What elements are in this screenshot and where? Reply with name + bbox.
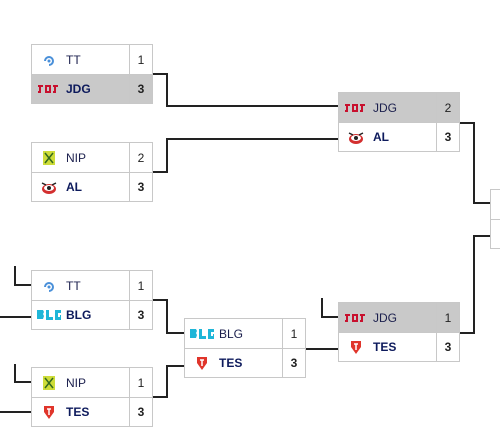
team-row[interactable]: AL 3	[32, 172, 152, 201]
bracket-connector	[14, 266, 16, 285]
team-score: 1	[282, 319, 305, 348]
team-row[interactable]: BLG 3	[32, 300, 152, 329]
team-name: BLG	[66, 308, 92, 322]
team-score: 1	[129, 45, 152, 74]
match-r1-2[interactable]: NIP 2 AL 3	[31, 142, 153, 202]
bracket-connector	[153, 396, 168, 398]
team-row[interactable]: AL 3	[339, 122, 459, 151]
team-name: BLG	[219, 326, 244, 341]
tes-logo-icon	[32, 404, 66, 420]
bracket-connector	[0, 411, 31, 413]
jdg-logo-icon	[339, 312, 373, 324]
bracket-connector	[0, 316, 31, 318]
match-r1-4[interactable]: NIP 1 TES 3	[31, 367, 153, 427]
team-score: 3	[129, 75, 152, 103]
team-row[interactable]: TT 1	[32, 271, 152, 300]
team-row[interactable]	[491, 219, 500, 248]
team-name: JDG	[66, 82, 91, 96]
bracket-connector	[153, 73, 168, 75]
bracket-connector	[166, 332, 184, 334]
bracket-connector	[166, 73, 168, 107]
team-name: TT	[66, 278, 81, 293]
blg-logo-icon	[185, 328, 219, 340]
team-name: NIP	[66, 150, 87, 165]
team-score: 1	[129, 271, 152, 300]
team-score: 3	[129, 398, 152, 426]
jdg-logo-icon	[339, 102, 373, 114]
team-row[interactable]: JDG 2	[339, 93, 459, 122]
team-row[interactable]: TES 3	[339, 332, 459, 361]
bracket-connector	[153, 171, 168, 173]
bracket-connector	[473, 235, 490, 237]
team-score: 3	[436, 123, 459, 151]
team-score: 3	[129, 173, 152, 201]
team-row[interactable]: JDG 1	[339, 303, 459, 332]
bracket-connector	[166, 299, 168, 333]
bracket-connector	[460, 122, 475, 124]
team-score: 1	[129, 368, 152, 397]
team-name: AL	[373, 130, 389, 144]
team-score: 2	[436, 93, 459, 122]
al-logo-icon	[32, 179, 66, 195]
bracket-connector	[306, 348, 338, 350]
bracket-connector	[166, 138, 338, 140]
bracket-connector	[166, 365, 184, 367]
tt-logo-icon	[32, 279, 66, 293]
tt-logo-icon	[32, 53, 66, 67]
bracket-connector	[321, 298, 323, 317]
bracket-connector	[14, 284, 31, 286]
bracket-connector	[473, 202, 490, 204]
team-name: TT	[66, 52, 81, 67]
bracket-connector	[14, 381, 31, 383]
team-row[interactable]: BLG 1	[185, 319, 305, 348]
team-name: TES	[373, 340, 397, 354]
match-r2-1[interactable]: BLG 1 TES 3	[184, 318, 306, 378]
tes-logo-icon	[185, 355, 219, 371]
team-row[interactable]	[491, 190, 500, 219]
team-score: 3	[282, 349, 305, 377]
team-name: AL	[66, 180, 82, 194]
bracket-connector	[473, 122, 475, 204]
team-row[interactable]: NIP 2	[32, 143, 152, 172]
blg-logo-icon	[32, 309, 66, 321]
team-score: 1	[436, 303, 459, 332]
team-name: JDG	[373, 100, 397, 115]
al-logo-icon	[339, 129, 373, 145]
bracket-connector	[460, 332, 475, 334]
team-row[interactable]: NIP 1	[32, 368, 152, 397]
bracket-connector	[321, 316, 338, 318]
team-score: 2	[129, 143, 152, 172]
team-row[interactable]: JDG 3	[32, 74, 152, 103]
match-r1-3[interactable]: TT 1 BLG 3	[31, 270, 153, 330]
match-r1-1[interactable]: TT 1 JDG 3	[31, 44, 153, 104]
team-score: 3	[436, 333, 459, 361]
bracket-connector	[153, 299, 168, 301]
team-score: 3	[129, 301, 152, 329]
match-r3-1[interactable]: JDG 2 AL 3	[338, 92, 460, 152]
team-row[interactable]: TT 1	[32, 45, 152, 74]
jdg-logo-icon	[32, 83, 66, 95]
match-final-partial[interactable]	[490, 189, 500, 249]
tes-logo-icon	[339, 339, 373, 355]
nip-logo-icon	[32, 375, 66, 391]
team-name: NIP	[66, 375, 87, 390]
match-r3-2[interactable]: JDG 1 TES 3	[338, 302, 460, 362]
bracket-connector	[473, 235, 475, 334]
team-name: JDG	[373, 310, 397, 325]
team-name: TES	[219, 356, 243, 370]
team-row[interactable]: TES 3	[185, 348, 305, 377]
bracket-connector	[166, 365, 168, 398]
bracket-connector	[166, 105, 338, 107]
team-row[interactable]: TES 3	[32, 397, 152, 426]
bracket-connector	[166, 138, 168, 173]
nip-logo-icon	[32, 150, 66, 166]
bracket-connector	[14, 364, 16, 383]
team-name: TES	[66, 405, 90, 419]
